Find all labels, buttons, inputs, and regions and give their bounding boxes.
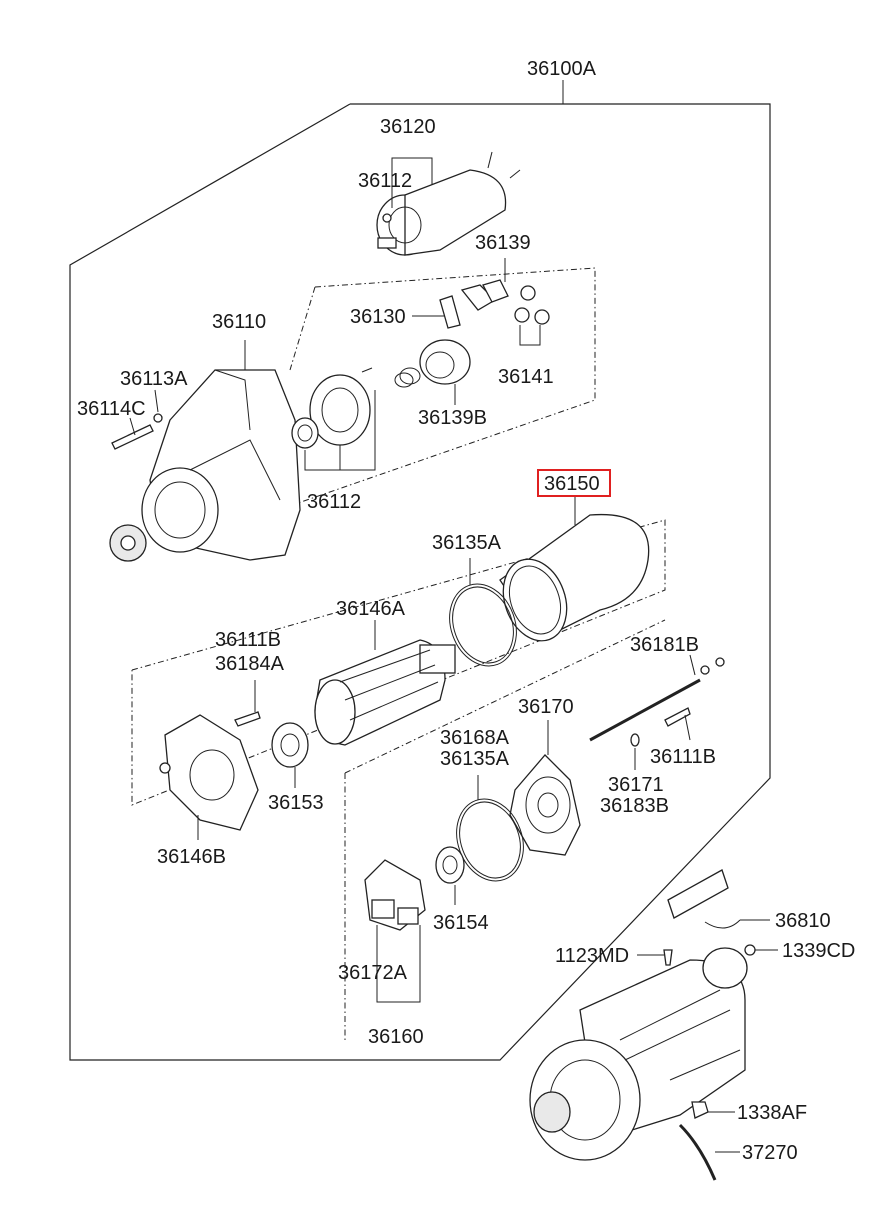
label-thru-bolt: 36181B (630, 634, 699, 656)
subgroup-frames (131, 267, 666, 1040)
yoke-housing (499, 497, 650, 642)
label-nut-cd: 1339CD (782, 940, 855, 962)
label-rear-cover: 36146B (157, 846, 226, 868)
bracket (667, 869, 770, 929)
highlight-box (537, 469, 611, 497)
label-washer-171: 36171 (608, 774, 664, 796)
washer-36171 (630, 733, 640, 770)
through-bolt (589, 654, 725, 742)
screw-right (664, 707, 691, 741)
label-screw-b: 36111B (215, 629, 281, 651)
seal-ring (456, 775, 524, 882)
label-solenoid: 36120 (380, 116, 436, 138)
oring-yoke (449, 558, 517, 667)
label-seal-168: 36168A (440, 727, 510, 749)
bearing-36153 (271, 722, 309, 788)
label-assembly: 36100A (527, 58, 597, 80)
label-pinion: 36139B (418, 407, 487, 429)
drive-housing (141, 340, 301, 561)
label-bracket: 36810 (775, 910, 831, 932)
label-end-frame: 36170 (518, 696, 574, 718)
rear-cover (159, 714, 259, 840)
label-armature: 36146A (336, 598, 406, 620)
label-screw-a: 36184A (215, 653, 285, 675)
label-bolt-c: 36114C (77, 398, 146, 420)
bearing-36154 (435, 846, 465, 905)
planet-gears (514, 285, 550, 346)
label-brush-holder: 36172A (338, 962, 408, 984)
label-seal-135: 36135A (440, 748, 510, 770)
starter-fasteners (637, 944, 778, 1181)
label-washer-183: 36183B (600, 795, 669, 817)
label-washer-a: 36113A (120, 368, 188, 390)
screw-rear (234, 680, 261, 727)
label-oring-a: 36135A (432, 532, 502, 554)
label-bolt-md: 1123MD (555, 945, 629, 967)
assembled-starter (529, 947, 748, 1161)
label-screw-111: 36111B (650, 746, 716, 768)
label-nut-af: 1338AF (737, 1102, 807, 1124)
label-cable: 37270 (742, 1142, 798, 1164)
lever-part (412, 295, 461, 329)
label-bearing-set: 36112 (307, 491, 361, 513)
armature (314, 620, 456, 746)
label-gears: 36141 (498, 366, 554, 388)
label-brush-plate: 36139 (475, 232, 531, 254)
label-solenoid-sub: 36112 (358, 170, 412, 192)
label-yoke: 36150 (544, 473, 600, 495)
label-lever: 36130 (350, 306, 406, 328)
label-bearing-154: 36154 (433, 912, 489, 934)
washer-and-bolt (111, 389, 163, 450)
label-holder-assy: 36160 (368, 1026, 424, 1048)
brush-holder (364, 859, 426, 1003)
assembly-frame (69, 80, 771, 1061)
solenoid-part (376, 151, 521, 256)
bearing-set (291, 367, 376, 471)
label-drive-housing: 36110 (212, 311, 266, 333)
pinion-clutch (394, 339, 471, 405)
label-bearing-153: 36153 (268, 792, 324, 814)
pinion-gear (109, 524, 147, 562)
end-frame (509, 720, 581, 856)
brush-plate-part (460, 258, 509, 311)
